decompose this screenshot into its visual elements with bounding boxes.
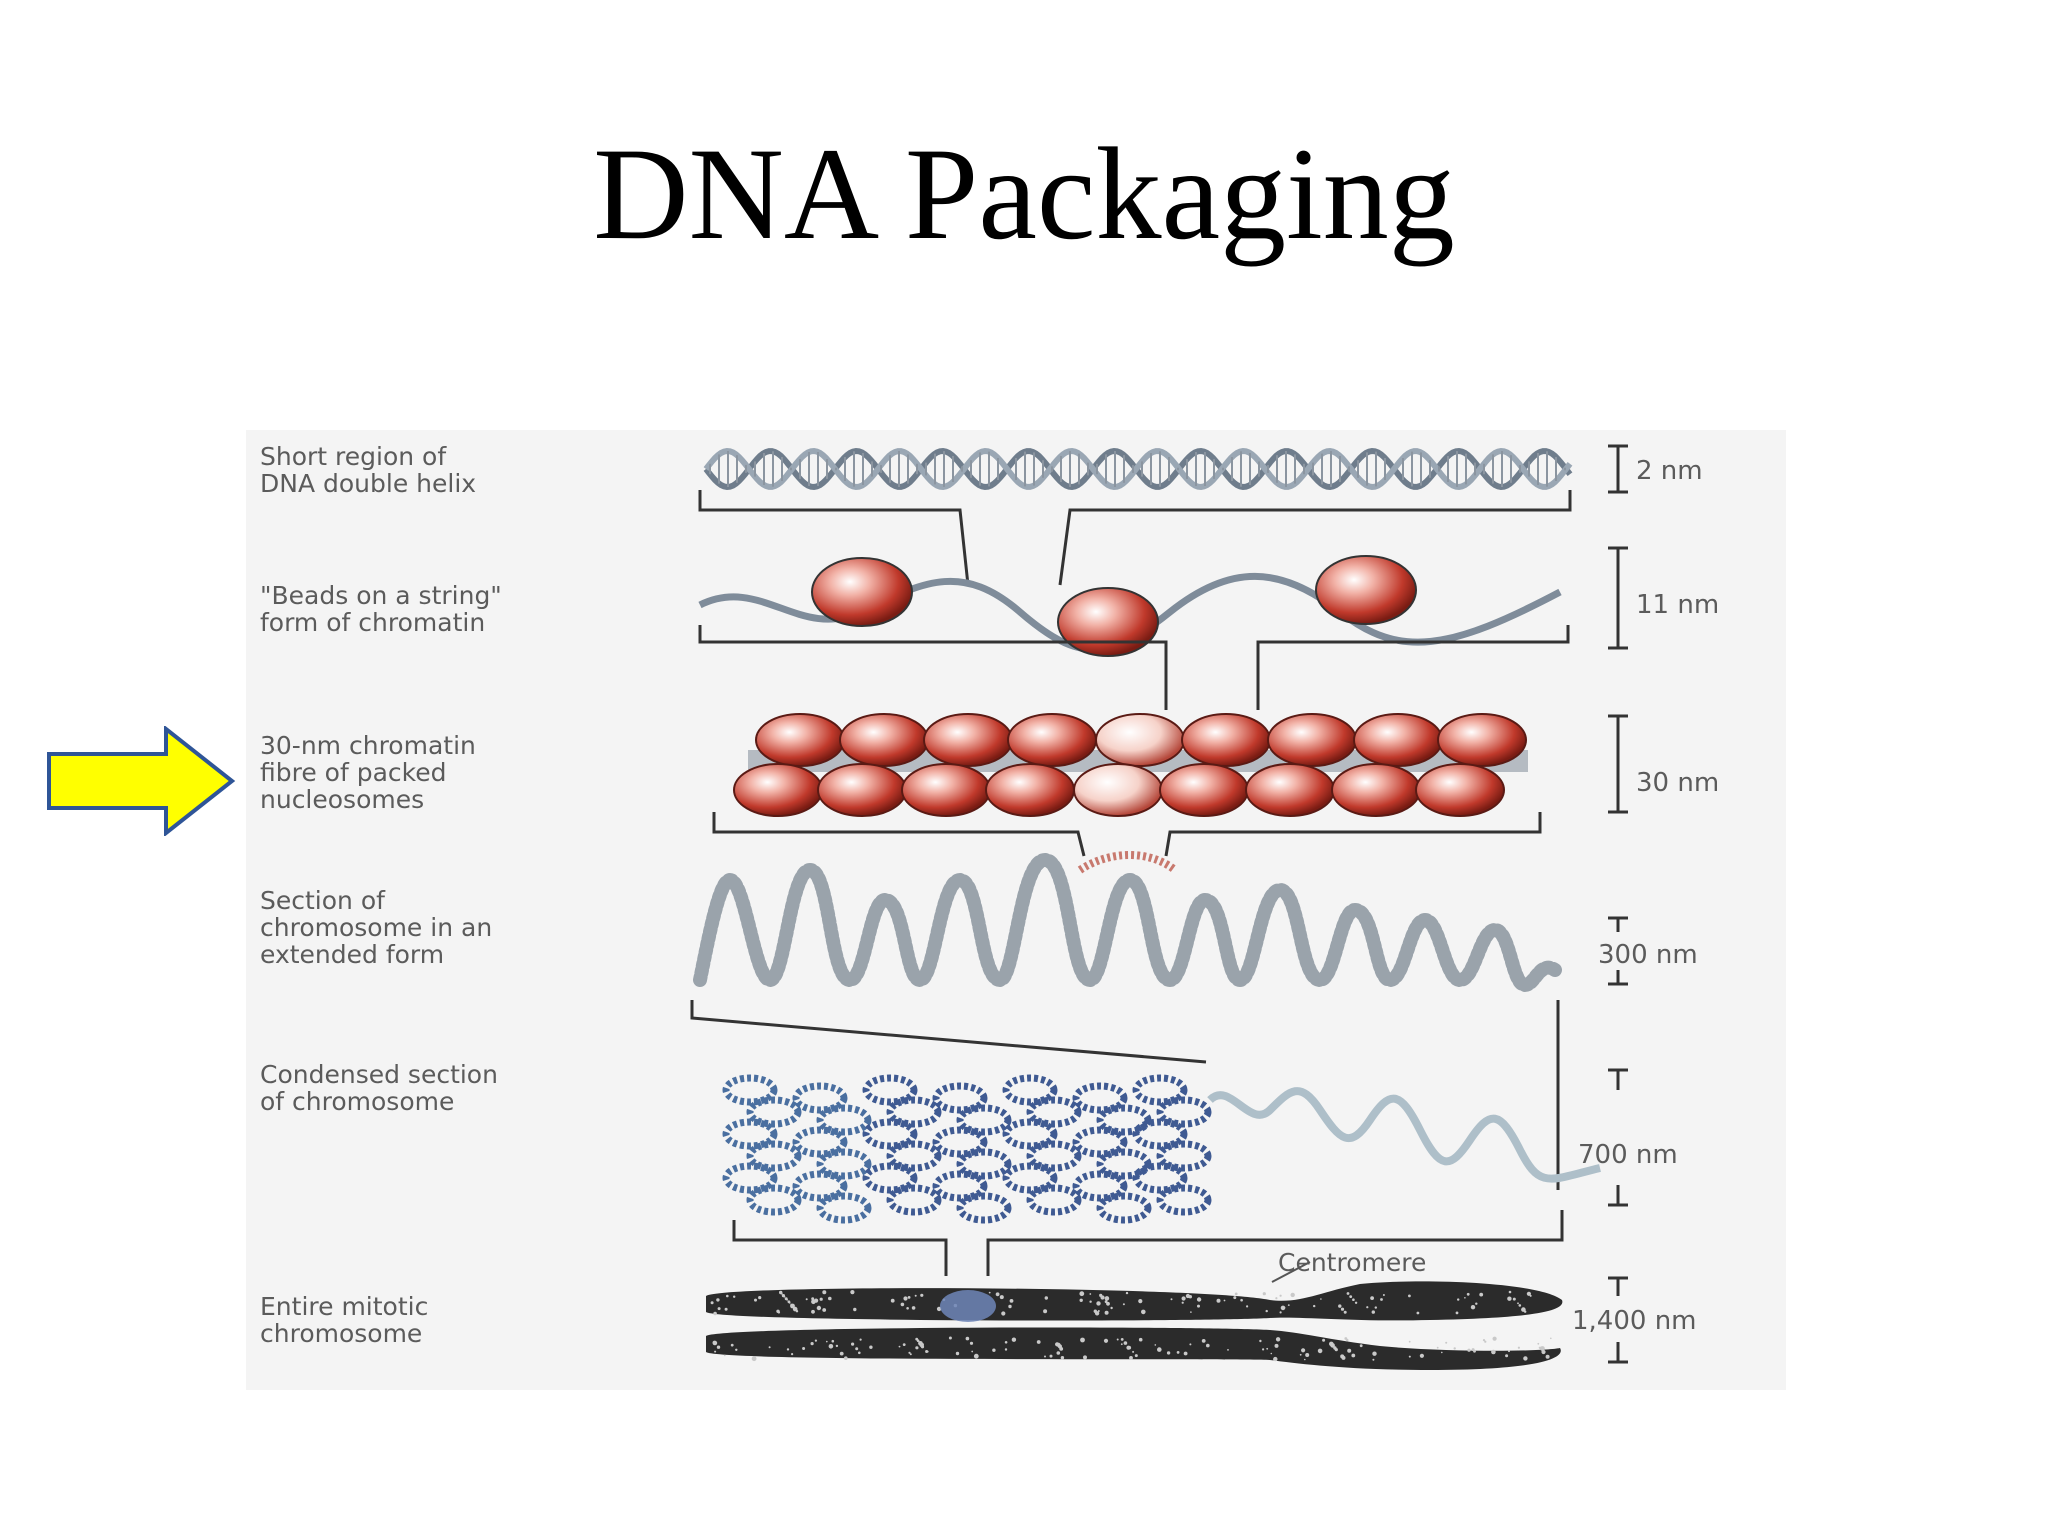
- nucleosome-bead: [1245, 763, 1335, 817]
- mitotic-chromosome: [706, 1261, 1563, 1370]
- nucleosome-bead: [811, 557, 913, 627]
- nucleosome-bead: [839, 713, 929, 767]
- bracket-condensed-to-mitotic: [732, 1210, 1564, 1276]
- scale-label-30nm: 30 nm: [1636, 768, 1720, 798]
- level-label-30nm-fibre: 30-nm chromatin fibre of packed nucleoso…: [260, 731, 476, 814]
- nucleosome-bead: [1007, 713, 1097, 767]
- nucleosome-bead: [1315, 555, 1417, 625]
- condensed-chromosome-section: [722, 1074, 1601, 1224]
- nucleosome-bead: [923, 713, 1013, 767]
- nucleosome-bead: [1057, 587, 1159, 657]
- nucleosome-bead: [1159, 763, 1249, 817]
- scale-label-11nm: 11 nm: [1636, 590, 1720, 620]
- nucleosome-bead: [817, 763, 907, 817]
- level-label-condensed-section: Condensed section of chromosome: [260, 1060, 498, 1116]
- bracket-fibre-to-extended: [712, 812, 1542, 857]
- nucleosome-bead: [755, 713, 845, 767]
- 30nm-chromatin-fibre: [733, 713, 1528, 817]
- scale-label-2nm: 2 nm: [1636, 456, 1703, 486]
- extended-chromosome-loops: [693, 851, 1562, 993]
- nucleosome-bead: [1331, 763, 1421, 817]
- scale-bars: [1608, 444, 1628, 1364]
- beads-on-a-string: [698, 555, 1562, 657]
- centromere-label: Centromere: [1278, 1248, 1427, 1277]
- level-label-mitotic-chromosome: Entire mitotic chromosome: [260, 1292, 429, 1348]
- nucleosome-bead: [1181, 713, 1271, 767]
- bracket-beads-to-fibre: [698, 625, 1570, 710]
- bracket-helix-to-beads: [698, 490, 1572, 586]
- scale-label-300nm: 300 nm: [1598, 940, 1698, 970]
- nucleosome-bead: [1415, 763, 1505, 817]
- bracket-extended-to-condensed: [690, 1000, 1560, 1190]
- level-label-dna-helix: Short region of DNA double helix: [260, 442, 477, 498]
- dna-double-helix: [703, 447, 1573, 491]
- nucleosome-bead: [901, 763, 991, 817]
- nucleosome-bead: [985, 763, 1075, 817]
- nucleosome-bead: [1095, 713, 1185, 767]
- nucleosome-bead: [1353, 713, 1443, 767]
- nucleosome-bead: [733, 763, 823, 817]
- nucleosome-bead: [1437, 713, 1527, 767]
- slide-title: DNA Packaging: [593, 120, 1455, 267]
- scale-label-1400nm: 1,400 nm: [1572, 1306, 1697, 1336]
- level-label-beads-on-string: "Beads on a string" form of chromatin: [260, 581, 502, 637]
- scale-label-700nm: 700 nm: [1578, 1140, 1678, 1170]
- nucleosome-bead: [1073, 763, 1163, 817]
- nucleosome-bead: [1267, 713, 1357, 767]
- level-label-extended-chromosome: Section of chromosome in an extended for…: [260, 886, 493, 969]
- right-arrow-icon: [47, 726, 236, 836]
